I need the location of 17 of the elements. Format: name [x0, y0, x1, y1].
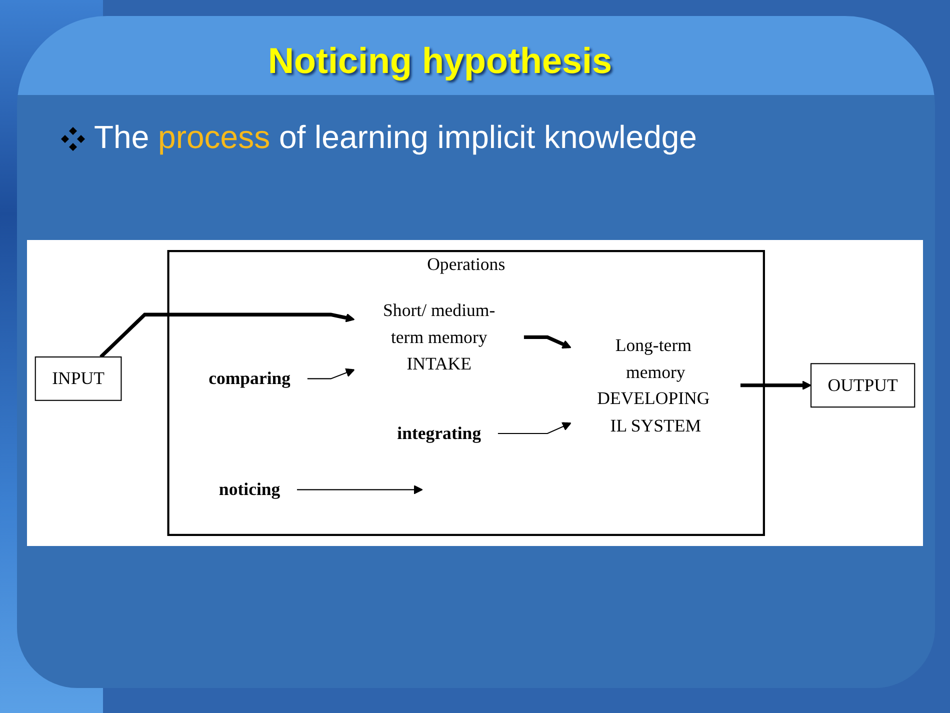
- node-text: Long-term memory DEVELOPING IL SYSTEM: [597, 335, 710, 436]
- node-text: Short/ medium-term memory INTAKE: [383, 300, 496, 374]
- arrow: [296, 485, 423, 494]
- bullet-text: The process of learning implicit knowledge: [94, 119, 697, 156]
- node-text: noticing: [218, 480, 280, 500]
- cluster: [167, 250, 765, 536]
- arrow: [740, 380, 812, 390]
- node-box: [810, 363, 916, 408]
- arrow: [498, 422, 572, 434]
- node-text: integrating: [397, 423, 482, 444]
- arrow: [100, 312, 355, 358]
- node-box: [34, 356, 122, 401]
- node-text: comparing: [208, 368, 291, 388]
- arrow: [307, 368, 355, 380]
- diagram-panel: Operations Short/ medium-term memory INTAKE Long-term memory DEVELOPING IL SYSTEM INPUT comparing OUTPUT integrating noticing: [27, 240, 923, 546]
- slide-title: Noticing hypothesis: [268, 40, 612, 82]
- arrow: [524, 335, 572, 349]
